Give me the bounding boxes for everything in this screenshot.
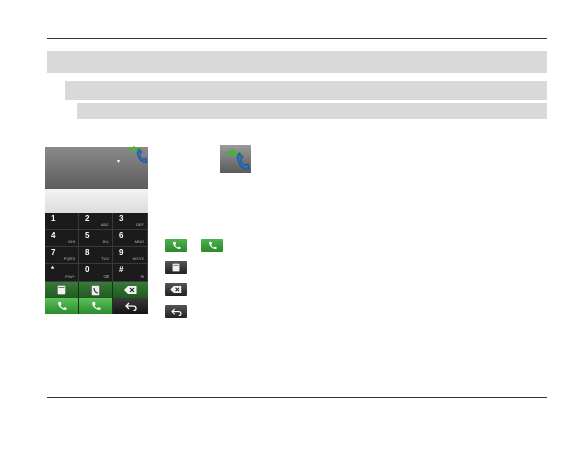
key-letters: ⌫ bbox=[103, 274, 109, 279]
phone-switch-icon[interactable] bbox=[123, 143, 149, 170]
key-0[interactable]: 0⌫ bbox=[79, 264, 113, 282]
key-1[interactable]: 1 bbox=[45, 213, 79, 230]
key-digit: 1 bbox=[51, 214, 56, 223]
key-letters: TUV bbox=[101, 256, 109, 261]
call-row bbox=[45, 298, 148, 314]
call-button-sim1[interactable] bbox=[45, 298, 79, 314]
backspace-icon bbox=[113, 282, 148, 298]
back-arrow-icon bbox=[165, 305, 187, 318]
key-letters: JKL bbox=[102, 239, 109, 244]
key-letters: ABC bbox=[100, 222, 109, 227]
phonebook-icon bbox=[79, 282, 112, 298]
key-digit: # bbox=[119, 265, 124, 274]
phone-call-icon bbox=[79, 298, 112, 314]
key-digit: 9 bbox=[119, 248, 124, 257]
key-digit: 7 bbox=[51, 248, 56, 257]
key-letters: GHI bbox=[67, 239, 75, 244]
key-letters: PQRS bbox=[63, 256, 75, 261]
contacts-icon bbox=[165, 261, 187, 274]
key-digit: 8 bbox=[85, 248, 90, 257]
backspace-button[interactable] bbox=[113, 282, 148, 298]
key-digit: 3 bbox=[119, 214, 124, 223]
back-button[interactable] bbox=[113, 298, 148, 314]
dialer-display: ▾ bbox=[45, 146, 148, 189]
call-button-sim2[interactable] bbox=[79, 298, 113, 314]
key-star[interactable]: * P/W+ bbox=[45, 264, 79, 282]
key-letters: MNO bbox=[134, 239, 144, 244]
heading-bar-level-1 bbox=[47, 51, 547, 73]
number-input[interactable] bbox=[45, 189, 148, 213]
function-row bbox=[45, 282, 148, 298]
key-digit: 0 bbox=[85, 265, 90, 274]
heading-bar-level-2 bbox=[65, 81, 547, 100]
key-letters: WXYZ bbox=[132, 256, 144, 261]
key-letters: DEF bbox=[136, 222, 144, 227]
key-hash[interactable]: #✉ bbox=[113, 264, 148, 282]
heading-bar-level-3 bbox=[77, 103, 547, 119]
contacts-button[interactable] bbox=[45, 282, 79, 298]
dropdown-indicator: ▾ bbox=[117, 159, 121, 165]
key-digit: 2 bbox=[85, 214, 90, 223]
phone-call-icon bbox=[201, 239, 223, 252]
phone-switch-icon bbox=[220, 145, 251, 173]
phone-call-icon bbox=[45, 298, 78, 314]
key-digit: 5 bbox=[85, 231, 90, 240]
top-rule bbox=[47, 38, 547, 39]
contacts-icon bbox=[45, 282, 78, 298]
key-digit: 4 bbox=[51, 231, 56, 240]
key-letters: P/W+ bbox=[65, 274, 75, 279]
back-arrow-icon bbox=[113, 298, 148, 314]
bottom-rule bbox=[47, 397, 547, 398]
key-letters: ✉ bbox=[140, 274, 144, 279]
phone-call-icon bbox=[165, 239, 187, 252]
backspace-icon bbox=[165, 283, 187, 296]
key-digit: * bbox=[51, 265, 55, 274]
key-digit: 6 bbox=[119, 231, 124, 240]
phonebook-button[interactable] bbox=[79, 282, 113, 298]
